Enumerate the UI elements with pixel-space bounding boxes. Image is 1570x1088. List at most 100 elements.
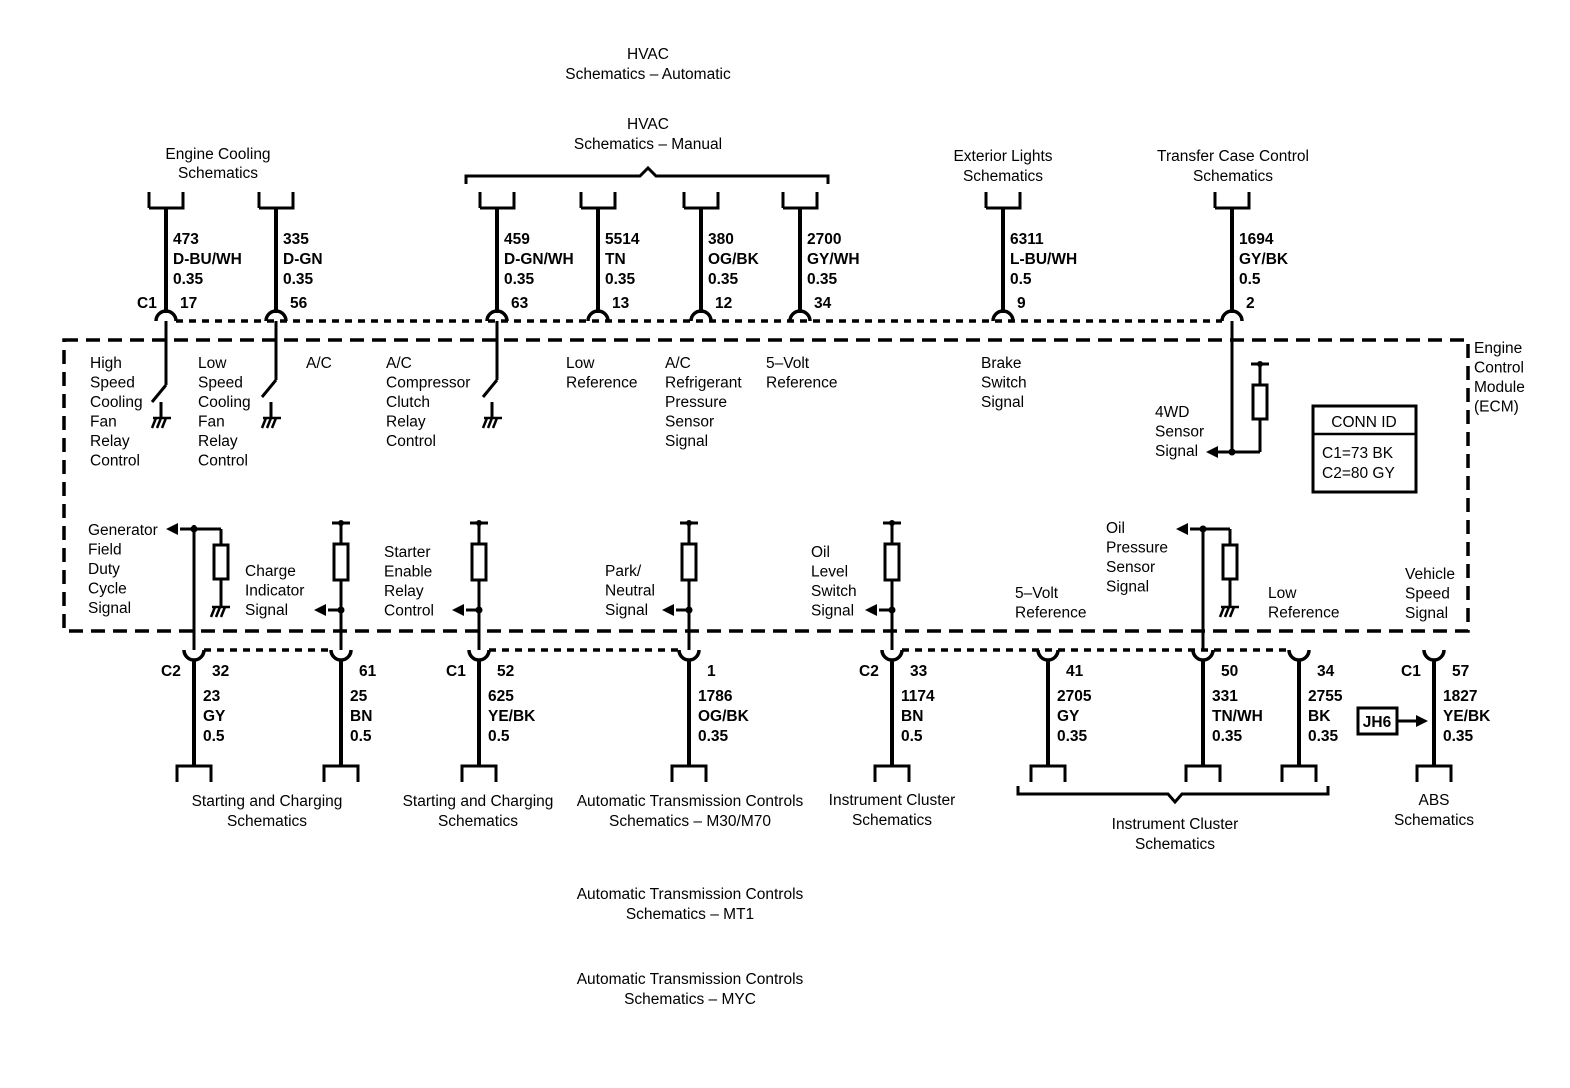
ecm-top-function-label: Reference	[766, 375, 838, 392]
bottom-circuit-label: YE/BK	[1443, 708, 1491, 725]
ecm-bottom-function-label: Oil	[811, 544, 830, 561]
top-circuit-label: D-GN/WH	[504, 251, 574, 268]
ecm-bottom-function-label: Control	[384, 603, 434, 620]
top-pin-number: 13	[612, 295, 630, 312]
top-circuit-label: L-BU/WH	[1010, 251, 1077, 268]
ecm-bottom-function-label: 5–Volt	[1015, 585, 1059, 602]
conn-id-box	[1311, 404, 1418, 494]
bottom-wire-57	[1415, 649, 1453, 782]
ecm-top-function-label: Speed	[198, 375, 243, 392]
ecm-bottom-function-label: Oil	[1106, 520, 1125, 537]
bottom-circuit-label: 0.35	[698, 728, 729, 745]
bottom-circuit-label: 0.5	[350, 728, 372, 745]
ecm-module-name: (ECM)	[1474, 399, 1519, 416]
bottom-wire-34	[1280, 649, 1318, 782]
instrument-cluster-link: Instrument Cluster	[1112, 816, 1239, 833]
bottom-connector-id: C1	[1401, 663, 1421, 680]
ecm-top-function-label: Reference	[566, 375, 638, 392]
bottom-circuit-label: 2705	[1057, 688, 1092, 705]
abs-link: Schematics	[1394, 812, 1474, 829]
abs-link: ABS	[1418, 792, 1449, 809]
instrument-cluster-bracket	[1016, 786, 1330, 805]
ecm-bottom-function-label: Level	[811, 564, 848, 581]
ecm-bottom-function-label: Vehicle	[1405, 566, 1455, 583]
starting-charging-link: Schematics	[227, 813, 307, 830]
conn-id-c1: C1=73 BK	[1322, 445, 1394, 462]
bottom-circuit-label: 1786	[698, 688, 733, 705]
transfer-case-link: Transfer Case Control	[1157, 148, 1309, 165]
ecm-bottom-function-label: Cycle	[88, 581, 127, 598]
top-circuit-label: 473	[173, 231, 199, 248]
ecm-top-function-label: Low	[566, 355, 595, 372]
ecm-top-function-label: Compressor	[386, 375, 470, 392]
ecm-bottom-function-label: Reference	[1015, 605, 1087, 622]
jh6-label: JH6	[1363, 714, 1392, 731]
ecm-bottom-function-label: Speed	[1405, 586, 1450, 603]
top-wire-17	[147, 192, 185, 429]
top-circuit-label: 0.5	[1239, 271, 1261, 288]
ecm-bottom-function-label: Duty	[88, 561, 120, 578]
hvac-manual-link: Schematics – Manual	[574, 136, 722, 153]
instrument-cluster-link: Instrument Cluster	[829, 792, 956, 809]
ecm-bottom-function-label: Park/	[605, 563, 642, 580]
top-wire-63	[478, 192, 516, 429]
ecm-top-function-label: Low	[198, 355, 227, 372]
ecm-top-function-label: Refrigerant	[665, 375, 742, 392]
hvac-automatic-link: Schematics – Automatic	[565, 66, 731, 83]
top-circuit-label: 2700	[807, 231, 841, 248]
top-circuit-label: 459	[504, 231, 530, 248]
bottom-circuit-label: 23	[203, 688, 221, 705]
ecm-top-function-label: A/C	[386, 355, 412, 372]
bottom-pin-number: 57	[1452, 663, 1469, 680]
top-wire-2	[1206, 192, 1269, 458]
ecm-bottom-function-label: Charge	[245, 563, 296, 580]
bottom-circuit-label: TN/WH	[1212, 708, 1263, 725]
ecm-bottom-function-label: Generator	[88, 522, 158, 539]
ecm-top-function-label: Control	[198, 453, 248, 470]
ecm-bottom-function-label: Enable	[384, 564, 432, 581]
ecm-module-name: Engine	[1474, 340, 1522, 357]
top-circuit-label: 0.35	[605, 271, 636, 288]
ecm-bottom-function-label: Signal	[245, 602, 288, 619]
bottom-pin-number: 50	[1221, 663, 1238, 680]
bottom-circuit-label: 625	[488, 688, 514, 705]
bottom-wire-50	[1176, 523, 1239, 782]
transfer-case-link: Schematics	[1193, 168, 1273, 185]
ecm-top-function-label: Cooling	[90, 394, 143, 411]
trans-myc-link: Automatic Transmission Controls	[577, 971, 804, 988]
hvac-manual-link: HVAC	[627, 116, 669, 133]
top-wire-12	[682, 192, 720, 322]
top-circuit-label: 335	[283, 231, 309, 248]
bottom-circuit-label: 0.35	[1212, 728, 1243, 745]
ecm-bottom-function-label: Relay	[384, 583, 424, 600]
top-pin-number: 17	[180, 295, 197, 312]
ecm-module-name: Control	[1474, 360, 1524, 377]
top-wire-34	[781, 192, 819, 322]
top-pin-number: 63	[511, 295, 529, 312]
bottom-circuit-label: 1827	[1443, 688, 1477, 705]
top-circuit-label: D-GN	[283, 251, 323, 268]
top-pin-number: 56	[290, 295, 308, 312]
bottom-wire-1	[662, 520, 708, 782]
ecm-top-function-label: Control	[386, 433, 436, 450]
ecm-bottom-function-label: Pressure	[1106, 540, 1168, 557]
bottom-circuit-label: 25	[350, 688, 368, 705]
ecm-bottom-function-label: Starter	[384, 544, 431, 561]
starting-charging-link: Schematics	[438, 813, 518, 830]
bottom-pin-number: 33	[910, 663, 928, 680]
ecm-bottom-function-label: Indicator	[245, 583, 304, 600]
bottom-connector-id: C1	[446, 663, 466, 680]
top-circuit-label: 0.35	[173, 271, 204, 288]
hvac-manual-bracket	[464, 165, 830, 184]
ecm-top-function-label: 4WD	[1155, 404, 1189, 421]
jh6-reference	[1356, 706, 1428, 736]
bottom-wire-52	[452, 520, 498, 782]
top-circuit-label: 0.5	[1010, 271, 1032, 288]
ecm-top-function-label: Switch	[981, 375, 1027, 392]
top-pin-number: 12	[715, 295, 732, 312]
bottom-pin-number: 1	[707, 663, 716, 680]
ecm-top-function-label: Speed	[90, 375, 135, 392]
bottom-circuit-label: GY	[203, 708, 226, 725]
top-circuit-label: 0.35	[504, 271, 535, 288]
